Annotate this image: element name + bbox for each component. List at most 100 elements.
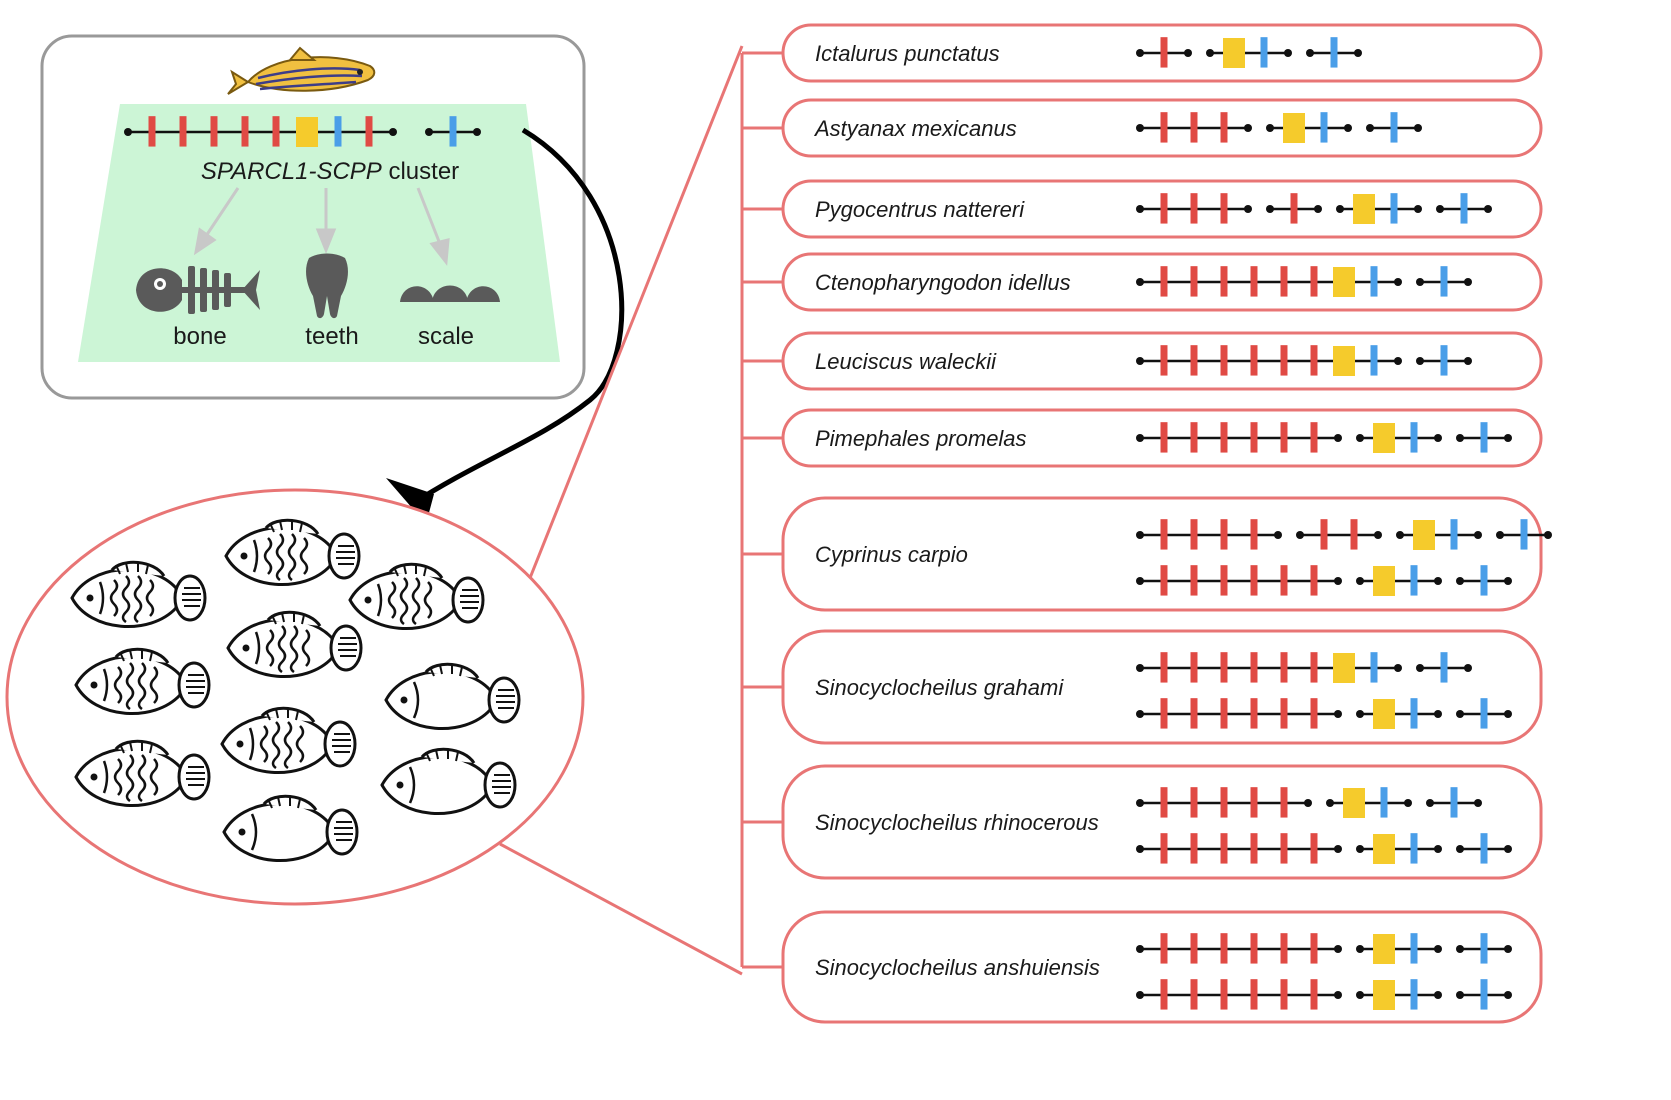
gene-segment: [1416, 345, 1472, 376]
segment-end-dot: [1136, 49, 1144, 57]
blue-gene-marker: [1480, 422, 1488, 453]
red-gene-marker: [1250, 833, 1258, 864]
gene-segment: [1356, 565, 1442, 596]
red-gene-marker: [1310, 833, 1318, 864]
tissue-label-scale: scale: [418, 323, 474, 350]
red-gene-marker: [1220, 519, 1228, 550]
blue-gene-marker: [1390, 112, 1398, 143]
species-panel: Pygocentrus nattereri: [742, 179, 1543, 239]
segment-end-dot: [1284, 49, 1292, 57]
blue-gene-marker: [1370, 266, 1378, 297]
red-gene-marker: [1250, 565, 1258, 596]
gene-segment: [1296, 519, 1382, 550]
red-gene-marker: [1280, 979, 1288, 1010]
segment-end-dot: [1266, 124, 1274, 132]
segment-end-dot: [1356, 434, 1364, 442]
red-gene-marker: [1280, 787, 1288, 818]
gene-segment: [1136, 979, 1342, 1010]
gene-segment: [1356, 833, 1442, 864]
segment-end-dot: [1136, 577, 1144, 585]
red-gene-marker: [1250, 422, 1258, 453]
red-gene-marker: [1160, 345, 1168, 376]
segment-end-dot: [1504, 434, 1512, 442]
red-gene-marker: [1190, 266, 1198, 297]
species-panel-frame: [781, 910, 1543, 1024]
segment-end-dot: [1304, 799, 1312, 807]
yellow-gene-marker: [1413, 520, 1435, 550]
cluster-name-suffix: cluster: [382, 158, 459, 185]
red-gene-marker: [1310, 698, 1318, 729]
red-gene-marker: [1350, 519, 1358, 550]
red-gene-marker: [1320, 519, 1328, 550]
segment-end-dot: [1136, 845, 1144, 853]
blue-gene-marker: [1450, 519, 1458, 550]
gene-segment: [1426, 787, 1482, 818]
gene-segment: [1336, 193, 1422, 224]
gene-segment: [1136, 519, 1282, 550]
tissue-arrows: [193, 187, 450, 266]
gene-segment: [1356, 979, 1442, 1010]
segment-end-dot: [124, 128, 132, 136]
red-gene-marker: [210, 116, 218, 147]
blue-gene-marker: [1410, 698, 1418, 729]
red-gene-marker: [1280, 833, 1288, 864]
species-panel: Leuciscus waleckii: [742, 331, 1543, 391]
gene-segment: [124, 116, 397, 147]
segment-end-dot: [1314, 205, 1322, 213]
gene-segment: [1136, 565, 1342, 596]
zoom-line-bottom: [499, 842, 743, 976]
species-name: Sinocyclocheilus grahami: [815, 675, 1064, 700]
blue-gene-marker: [1480, 933, 1488, 964]
red-gene-marker: [1220, 698, 1228, 729]
segment-end-dot: [1394, 664, 1402, 672]
gene-segment: [1326, 787, 1412, 818]
gene-segment: [1456, 565, 1512, 596]
red-gene-marker: [1190, 565, 1198, 596]
yellow-gene-marker: [1333, 267, 1355, 297]
red-gene-marker: [1290, 193, 1298, 224]
segment-end-dot: [1504, 710, 1512, 718]
gene-segment: [1496, 519, 1552, 550]
segment-end-dot: [1326, 799, 1334, 807]
blue-gene-marker: [1440, 652, 1448, 683]
segment-end-dot: [1136, 531, 1144, 539]
segment-end-dot: [1456, 434, 1464, 442]
red-gene-marker: [1250, 787, 1258, 818]
blue-gene-marker: [1520, 519, 1528, 550]
gene-segment: [1456, 979, 1512, 1010]
gene-segment: [1136, 833, 1342, 864]
segment-end-dot: [1484, 205, 1492, 213]
yellow-gene-marker: [1373, 566, 1395, 596]
segment-end-dot: [1456, 710, 1464, 718]
gene-segment: [1136, 193, 1252, 224]
blue-gene-marker: [1460, 193, 1468, 224]
segment-end-dot: [1436, 205, 1444, 213]
segment-end-dot: [1136, 278, 1144, 286]
segment-end-dot: [1136, 991, 1144, 999]
segment-end-dot: [1394, 278, 1402, 286]
red-gene-marker: [1190, 833, 1198, 864]
blue-gene-marker: [1480, 833, 1488, 864]
segment-end-dot: [1206, 49, 1214, 57]
scale-icon: [400, 285, 500, 302]
yellow-gene-marker: [1373, 699, 1395, 729]
red-gene-marker: [179, 116, 187, 147]
red-gene-marker: [1160, 193, 1168, 224]
red-gene-marker: [1160, 698, 1168, 729]
red-gene-marker: [1160, 979, 1168, 1010]
blue-gene-marker: [1330, 37, 1338, 68]
yellow-gene-marker: [1223, 38, 1245, 68]
gene-segment: [1456, 833, 1512, 864]
segment-end-dot: [1334, 991, 1342, 999]
tissue-label-teeth: teeth: [305, 323, 358, 350]
red-gene-marker: [1280, 266, 1288, 297]
segment-end-dot: [1504, 845, 1512, 853]
segment-end-dot: [1136, 357, 1144, 365]
segment-end-dot: [1394, 357, 1402, 365]
blue-gene-marker: [1260, 37, 1268, 68]
yellow-gene-marker: [1373, 934, 1395, 964]
species-panel: Cyprinus carpio: [742, 496, 1552, 612]
cluster-label: SPARCL1-SCPP cluster: [201, 158, 459, 185]
